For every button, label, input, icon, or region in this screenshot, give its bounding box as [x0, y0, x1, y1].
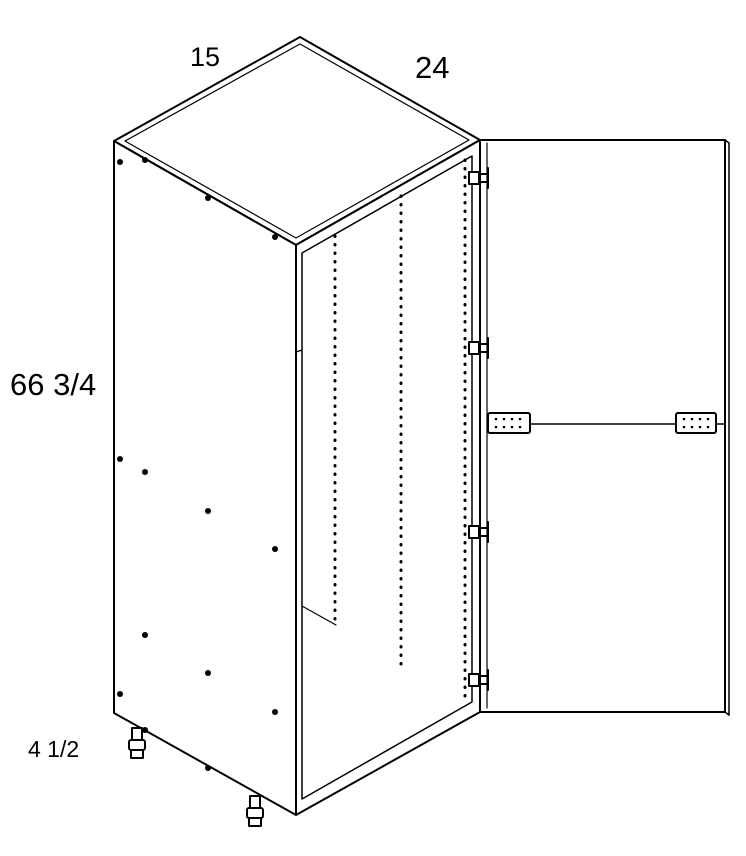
cabinet-front-frame — [295, 139, 481, 816]
toe-kick-dimension-label: 4 1/2 — [28, 736, 80, 762]
hinge-upper-middle-icon — [468, 337, 489, 359]
leveling-leg-right-icon — [246, 795, 264, 827]
hinge-lower-middle-icon — [468, 521, 489, 543]
hinge-bottom-icon — [468, 669, 489, 691]
depth-dimension-label: 24 — [415, 50, 450, 85]
leveling-leg-left-icon — [128, 727, 146, 759]
side-panel-screw-holes — [117, 157, 278, 771]
door-bracket-holes — [494, 417, 710, 429]
left-side-panel — [113, 140, 297, 816]
height-dimension-label: 66 3/4 — [10, 367, 97, 402]
hinge-top-icon — [468, 167, 489, 189]
width-dimension-label: 15 — [190, 42, 221, 72]
